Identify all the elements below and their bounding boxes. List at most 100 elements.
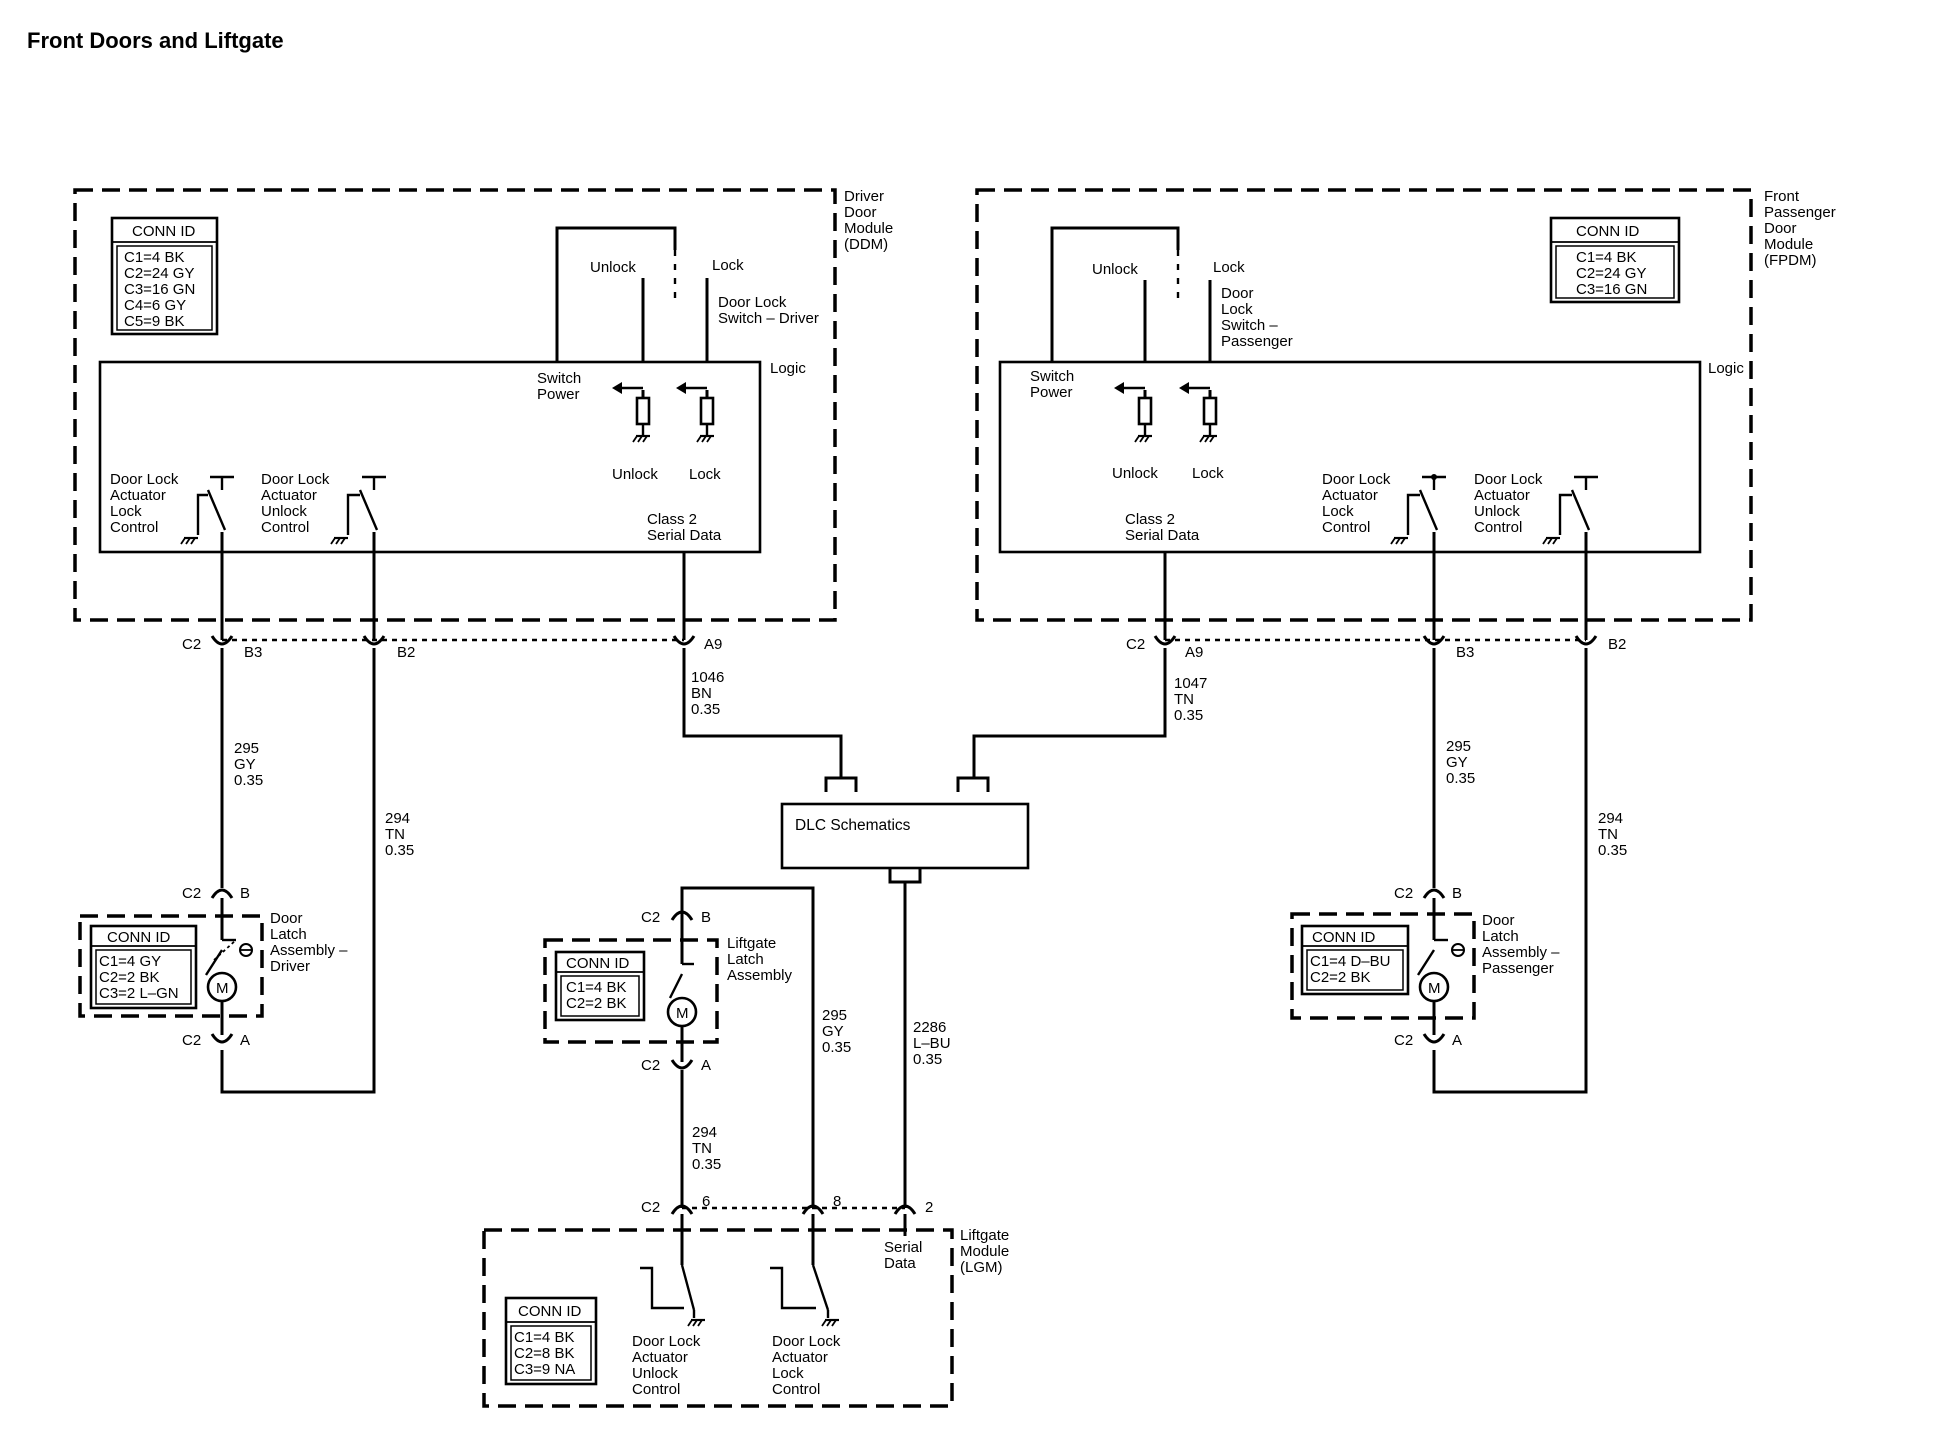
svg-text:C5=9 BK: C5=9 BK — [124, 313, 184, 330]
svg-text:B3: B3 — [1456, 644, 1474, 661]
svg-text:Passenger: Passenger — [1221, 333, 1293, 350]
svg-text:0.35: 0.35 — [234, 772, 263, 789]
svg-text:B2: B2 — [1608, 636, 1626, 653]
ddm-c2-connector: C2 B3 B2 A9 — [182, 635, 722, 661]
svg-text:CONN ID: CONN ID — [1576, 223, 1640, 240]
svg-text:Actuator: Actuator — [110, 487, 166, 504]
svg-text:Control: Control — [261, 519, 309, 536]
svg-text:C3=9 NA: C3=9 NA — [514, 1361, 575, 1378]
svg-text:TN: TN — [1174, 691, 1194, 708]
driver-latch-assembly: C2 B CONN ID C1=4 GY C2=2 BK C3=2 L–GN M… — [78, 885, 348, 1049]
svg-text:Lock: Lock — [1221, 301, 1253, 318]
svg-text:C2: C2 — [641, 1057, 660, 1074]
svg-text:0.35: 0.35 — [822, 1039, 851, 1056]
svg-text:Door: Door — [270, 910, 303, 927]
fpdm-logic-box — [998, 360, 1702, 554]
svg-text:Unlock: Unlock — [632, 1365, 678, 1382]
svg-text:(FPDM): (FPDM) — [1764, 252, 1817, 269]
svg-text:C1=4 D–BU: C1=4 D–BU — [1310, 953, 1390, 970]
svg-text:A: A — [240, 1032, 250, 1049]
svg-text:C2=2 BK: C2=2 BK — [566, 995, 626, 1012]
wire-295-left: 295 GY 0.35 — [220, 648, 263, 888]
svg-text:C2: C2 — [182, 1032, 201, 1049]
svg-text:C2=24 GY: C2=24 GY — [124, 265, 194, 282]
svg-text:CONN ID: CONN ID — [107, 929, 171, 946]
svg-text:Serial Data: Serial Data — [1125, 527, 1200, 544]
svg-text:294: 294 — [385, 810, 410, 827]
svg-text:Door Lock: Door Lock — [718, 294, 787, 311]
svg-text:295: 295 — [234, 740, 259, 757]
svg-text:Passenger: Passenger — [1764, 204, 1836, 221]
svg-text:0.35: 0.35 — [913, 1051, 942, 1068]
svg-text:295: 295 — [822, 1007, 847, 1024]
svg-text:2286: 2286 — [913, 1019, 946, 1036]
svg-text:0.35: 0.35 — [692, 1156, 721, 1173]
svg-text:Lock: Lock — [689, 466, 721, 483]
svg-text:Control: Control — [632, 1381, 680, 1398]
svg-text:C2: C2 — [1126, 636, 1145, 653]
svg-text:C1=4 BK: C1=4 BK — [1576, 249, 1636, 266]
svg-text:Control: Control — [1322, 519, 1370, 536]
svg-text:294: 294 — [1598, 810, 1623, 827]
svg-text:CONN ID: CONN ID — [132, 223, 196, 240]
svg-text:C2: C2 — [641, 909, 660, 926]
svg-text:Latch: Latch — [727, 951, 764, 968]
fpdm-actuator-unlock-control: Door Lock Actuator Unlock Control — [1474, 471, 1598, 640]
svg-text:Unlock: Unlock — [1092, 261, 1138, 278]
svg-text:CONN ID: CONN ID — [566, 955, 630, 972]
svg-text:C2: C2 — [1394, 1032, 1413, 1049]
svg-text:B2: B2 — [397, 644, 415, 661]
svg-text:B: B — [701, 909, 711, 926]
svg-text:Switch: Switch — [1030, 368, 1074, 385]
svg-text:TN: TN — [692, 1140, 712, 1157]
fpdm-c2-connector: C2 A9 B3 B2 — [1126, 635, 1626, 661]
svg-text:Unlock: Unlock — [261, 503, 307, 520]
svg-text:Door: Door — [1482, 912, 1515, 929]
fpdm-actuator-lock-control: Door Lock Actuator Lock Control — [1322, 471, 1446, 640]
ddm-logic-label: Logic — [770, 360, 806, 377]
svg-text:Actuator: Actuator — [632, 1349, 688, 1366]
svg-text:Door Lock: Door Lock — [261, 471, 330, 488]
svg-text:C2=24 GY: C2=24 GY — [1576, 265, 1646, 282]
svg-text:Switch – Driver: Switch – Driver — [718, 310, 819, 327]
lgm-actuator-unlock-control: Door Lock Actuator Unlock Control — [632, 1214, 707, 1398]
lgm-c2-connector: C2 6 8 2 — [641, 1193, 933, 1216]
svg-text:GY: GY — [1446, 754, 1468, 771]
svg-text:Data: Data — [884, 1255, 916, 1272]
svg-text:Module: Module — [960, 1243, 1009, 1260]
svg-text:Latch: Latch — [1482, 928, 1519, 945]
svg-text:(DDM): (DDM) — [844, 236, 888, 253]
fpdm-label: Front Passenger Door Module (FPDM) — [1764, 188, 1836, 269]
fpdm-conn-id-box: CONN ID C1=4 BK C2=24 GY C3=16 GN — [1549, 216, 1681, 304]
svg-text:0.35: 0.35 — [691, 701, 720, 718]
svg-text:0.35: 0.35 — [1598, 842, 1627, 859]
svg-text:Lock: Lock — [1192, 465, 1224, 482]
svg-text:Door: Door — [1764, 220, 1797, 237]
fpdm-door-lock-switch: Unlock Lock Door Lock Switch – Passenger — [1050, 226, 1293, 390]
svg-text:Assembly –: Assembly – — [1482, 944, 1560, 961]
svg-text:C1=4 BK: C1=4 BK — [566, 979, 626, 996]
fpdm-logic-label: Logic — [1708, 360, 1744, 377]
liftgate-latch-assembly: C2 B CONN ID C1=4 BK C2=2 BK M Liftgate … — [543, 886, 815, 1208]
fpdm-switch-inputs: Switch Power Unlock Lock — [1030, 368, 1224, 482]
svg-text:M: M — [216, 980, 229, 997]
svg-text:C3=16 GN: C3=16 GN — [124, 281, 195, 298]
svg-text:2: 2 — [925, 1199, 933, 1216]
svg-text:CONN ID: CONN ID — [1312, 929, 1376, 946]
ddm-module-boundary — [73, 188, 837, 622]
wire-294-mid: 294 TN 0.35 — [680, 1070, 721, 1208]
wire-1047: 1047 TN 0.35 — [972, 648, 1207, 778]
svg-text:Actuator: Actuator — [1474, 487, 1530, 504]
wire-1046: 1046 BN 0.35 — [682, 648, 843, 778]
wire-2286: 2286 L–BU 0.35 — [903, 882, 951, 1208]
wire-294-right: 294 TN 0.35 — [1432, 648, 1627, 1094]
svg-text:Unlock: Unlock — [590, 259, 636, 276]
ddm-label: Driver Door Module (DDM) — [844, 188, 893, 253]
svg-text:CONN ID: CONN ID — [518, 1303, 582, 1320]
svg-text:Class 2: Class 2 — [647, 511, 697, 528]
fpdm-class2-serial: Class 2 Serial Data — [1125, 511, 1200, 640]
svg-text:Door Lock: Door Lock — [1322, 471, 1391, 488]
svg-text:Switch –: Switch – — [1221, 317, 1278, 334]
svg-text:Driver: Driver — [844, 188, 884, 205]
ddm-door-lock-switch: Unlock Lock Door Lock Switch – Driver — [555, 226, 819, 390]
